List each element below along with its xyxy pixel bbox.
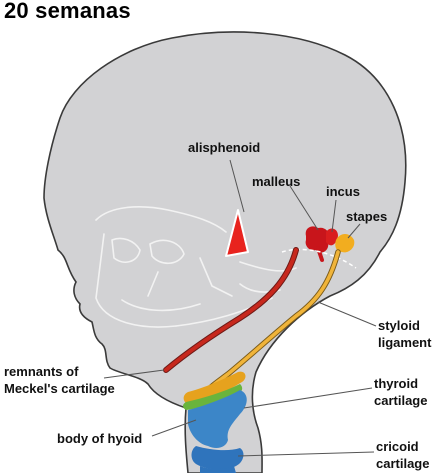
label-styloid-line2: ligament — [378, 335, 432, 350]
label-malleus: malleus — [252, 174, 300, 189]
label-meckel-line2: Meckel's cartilage — [4, 381, 115, 396]
label-cricoid-line2: cartilage — [376, 456, 429, 471]
label-body-of-hyoid: body of hyoid — [57, 431, 142, 446]
label-stapes: stapes — [346, 209, 387, 224]
label-thyroid-line1: thyroid — [374, 376, 418, 391]
label-thyroid-line2: cartilage — [374, 393, 427, 408]
label-styloid-line1: styloid — [378, 318, 420, 333]
label-alisphenoid: alisphenoid — [188, 140, 260, 155]
label-cricoid-line1: cricoid — [376, 439, 419, 454]
label-incus: incus — [326, 184, 360, 199]
label-meckel-line1: remnants of — [4, 364, 79, 379]
page-title: 20 semanas — [4, 0, 131, 24]
